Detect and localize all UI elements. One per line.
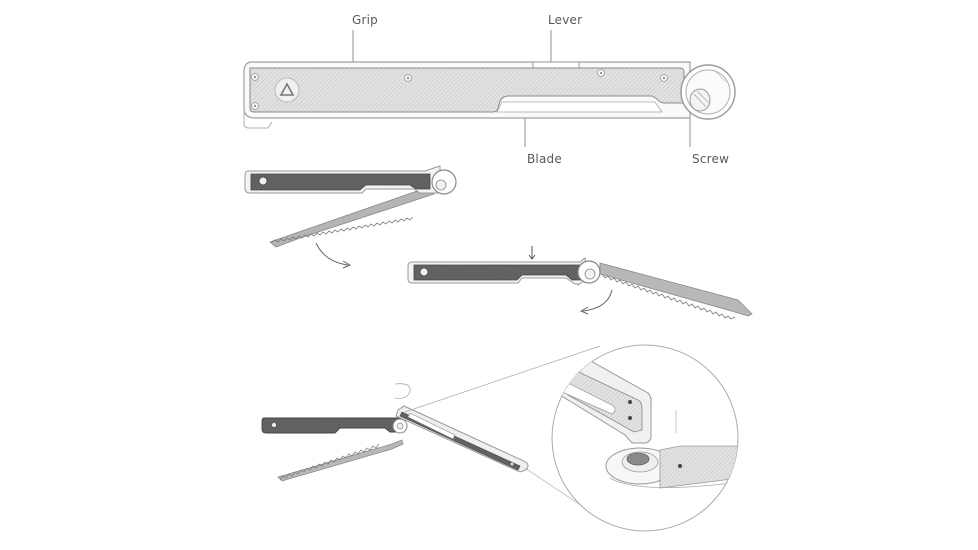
closed-saw (243, 30, 736, 147)
label-blade: Blade (527, 152, 562, 166)
removed-blade (277, 439, 404, 482)
opening-saw (244, 165, 457, 269)
zoom-line-top (404, 345, 601, 413)
grip-dark (250, 173, 431, 191)
disassembly (261, 344, 739, 532)
label-grip: Grip (352, 13, 378, 27)
label-screw: Screw (692, 152, 730, 166)
label-lever: Lever (548, 13, 583, 27)
blade-extended (599, 262, 753, 317)
rotation-arrow-icon (315, 242, 349, 266)
rotation-arrow-icon-2 (582, 289, 613, 312)
left-handle (261, 417, 405, 434)
lever (532, 61, 580, 69)
logo-badge-icon (274, 77, 300, 103)
detail-screw-head (626, 452, 650, 466)
zoom-line-bottom (524, 467, 583, 507)
grip-panel (249, 67, 685, 113)
rotation-hint-arc (394, 383, 411, 399)
locking-saw (407, 246, 753, 320)
